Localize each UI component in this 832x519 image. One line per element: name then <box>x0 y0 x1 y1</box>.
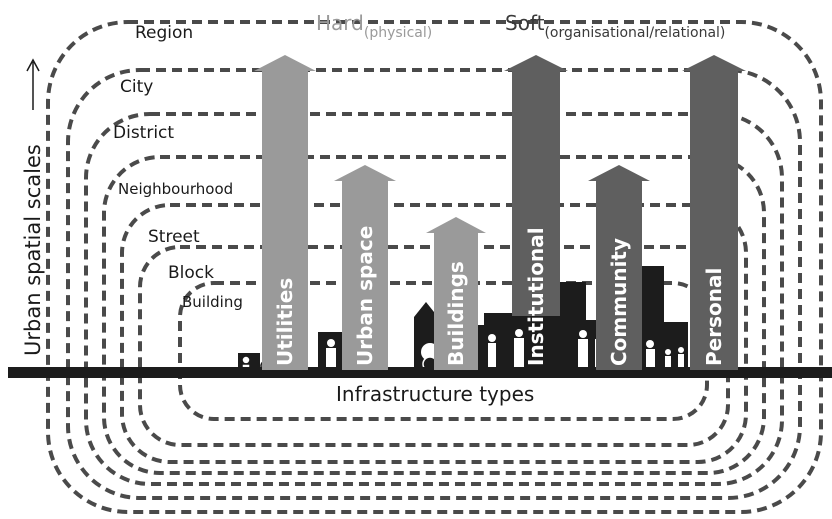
arrow-utilities: Utilities <box>254 55 316 370</box>
category-heading-hard: Hard(physical) <box>316 11 432 41</box>
arrow-shape-utilities <box>254 55 316 370</box>
scale-loop-neighbourhood <box>102 155 766 475</box>
arrow-shape-urban-space <box>334 165 396 370</box>
arrow-label-buildings: Buildings <box>444 261 468 366</box>
arrow-community: Community <box>588 165 650 370</box>
arrow-shape-community <box>588 165 650 370</box>
arrow-label-community: Community <box>607 238 631 366</box>
ground-line <box>8 367 832 378</box>
scale-labels: Region City District Neighbourhood Stree… <box>113 23 243 311</box>
arrow-shape-personal <box>682 55 746 370</box>
scale-label-neighbourhood: Neighbourhood <box>118 180 233 198</box>
scale-loop-street <box>120 203 748 464</box>
scale-loop-city <box>66 68 802 500</box>
scale-loop-region <box>46 20 823 514</box>
scale-label-city: City <box>120 77 153 97</box>
infrastructure-types-label: Infrastructure types <box>336 382 534 406</box>
scale-label-building: Building <box>182 293 243 311</box>
scale-label-district: District <box>113 123 174 143</box>
scale-label-region: Region <box>135 23 193 43</box>
axis-arrow-head <box>26 58 40 72</box>
scale-loop-district <box>84 112 784 486</box>
spatial-scale-axis: Urban spatial scales <box>21 58 45 356</box>
axis-label: Urban spatial scales <box>21 144 45 356</box>
arrow-label-institutional: Institutional <box>524 227 548 366</box>
arrow-personal: Personal <box>682 55 746 370</box>
category-heading-soft: Soft(organisational/relational) <box>505 11 725 41</box>
infrastructure-arrows: Utilities Urban space Buildings Institution… <box>254 55 746 370</box>
arrow-label-urban-space: Urban space <box>353 226 377 366</box>
arrow-label-personal: Personal <box>702 268 726 366</box>
arrow-label-utilities: Utilities <box>273 278 297 366</box>
arrow-urban-space: Urban space <box>334 165 396 370</box>
arrow-buildings: Buildings <box>426 217 486 370</box>
arrow-institutional: Institutional <box>504 55 568 366</box>
scale-label-block: Block <box>168 263 214 283</box>
arrow-shape-buildings <box>426 217 486 370</box>
scale-label-street: Street <box>148 227 200 247</box>
arrow-shape-institutional <box>504 55 568 316</box>
